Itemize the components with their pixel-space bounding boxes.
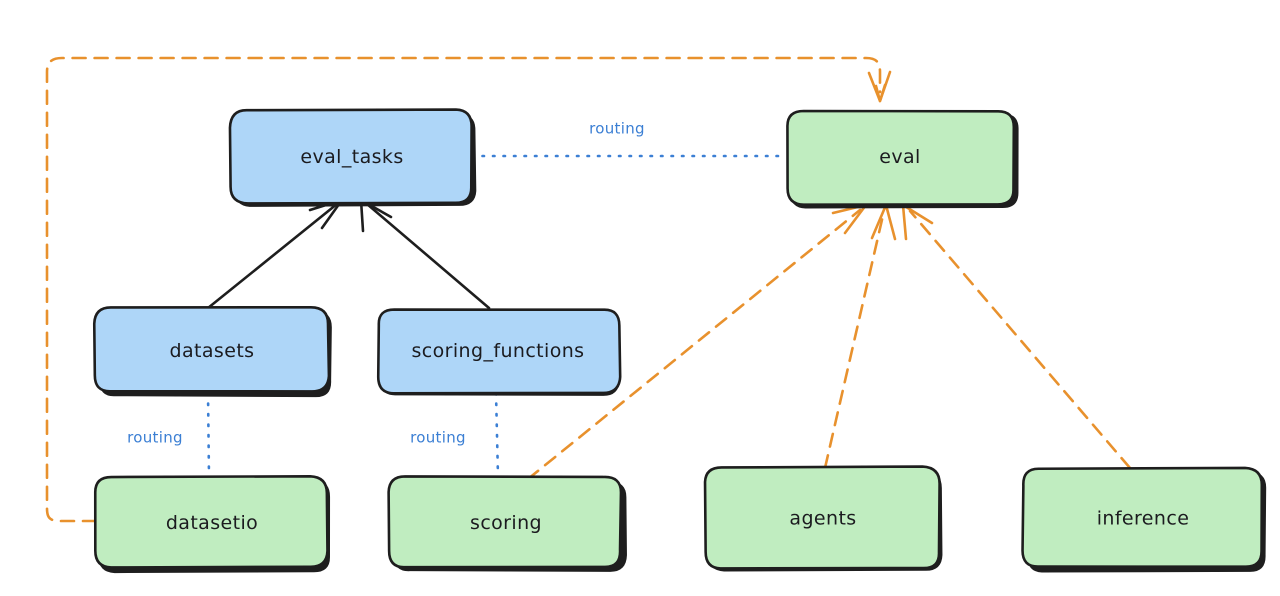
node-inference[interactable]: inference <box>1021 466 1267 573</box>
node-box[interactable] <box>92 306 331 393</box>
node-scoring_functions[interactable]: scoring_functions <box>376 308 622 396</box>
node-label: eval_tasks <box>300 146 403 168</box>
node-scoring[interactable]: scoring <box>387 475 627 572</box>
node-box[interactable] <box>387 475 623 569</box>
node-box[interactable] <box>1021 466 1264 568</box>
edge-labels-layer: routing routing routing <box>127 120 645 447</box>
edge-label-eval_tasks-eval: routing <box>589 120 645 138</box>
edge-scoring-functions-eval-tasks <box>359 198 491 310</box>
node-box[interactable] <box>703 465 941 570</box>
node-label: scoring_functions <box>412 340 585 362</box>
node-box[interactable] <box>228 108 473 205</box>
nodes-layer: eval_tasks eval datasets scoring_functionsd… <box>92 108 1267 574</box>
edge-agents-eval <box>823 203 897 470</box>
node-label: eval <box>879 146 920 168</box>
node-box[interactable] <box>93 475 329 569</box>
edge-datasets-datasetio <box>206 391 211 479</box>
edge-label-scoring_functions-routing: routing <box>410 429 466 447</box>
edge-scoring-functions-scoring <box>494 391 500 479</box>
node-label: datasets <box>170 340 255 362</box>
node-eval[interactable]: eval <box>786 109 1019 209</box>
node-label: inference <box>1097 508 1190 530</box>
edge-datasetio-eval <box>45 56 892 523</box>
node-datasetio[interactable]: datasetio <box>93 475 331 574</box>
node-datasets[interactable]: datasets <box>92 306 332 398</box>
node-agents[interactable]: agents <box>703 465 943 572</box>
node-box[interactable] <box>376 308 622 395</box>
node-box[interactable] <box>786 109 1016 206</box>
node-eval_tasks[interactable]: eval_tasks <box>228 108 477 207</box>
node-label: datasetio <box>166 512 258 534</box>
edge-inference-eval <box>901 203 1132 470</box>
node-label: agents <box>789 508 856 530</box>
edge-label-datasets-routing: routing <box>127 429 183 447</box>
node-label: scoring <box>470 512 542 534</box>
edge-datasets-eval-tasks <box>206 198 344 310</box>
